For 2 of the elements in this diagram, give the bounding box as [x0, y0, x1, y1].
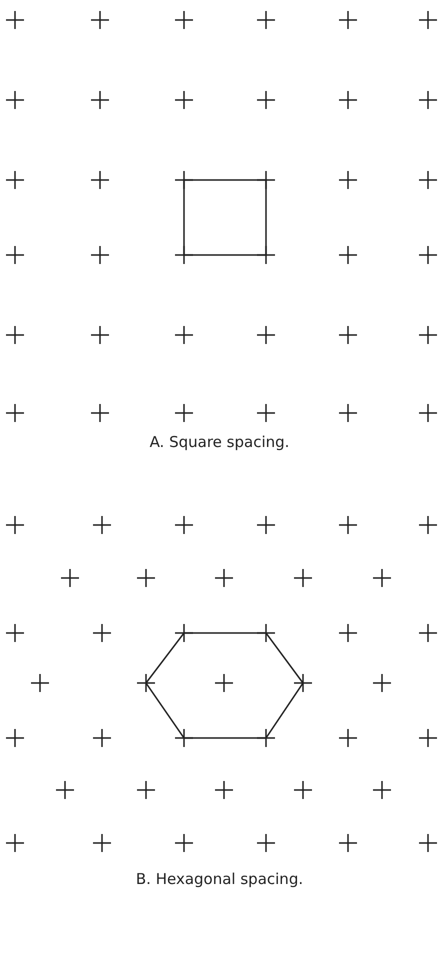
caption: B. Hexagonal spacing. [136, 870, 304, 888]
caption: A. Square spacing. [150, 433, 290, 451]
